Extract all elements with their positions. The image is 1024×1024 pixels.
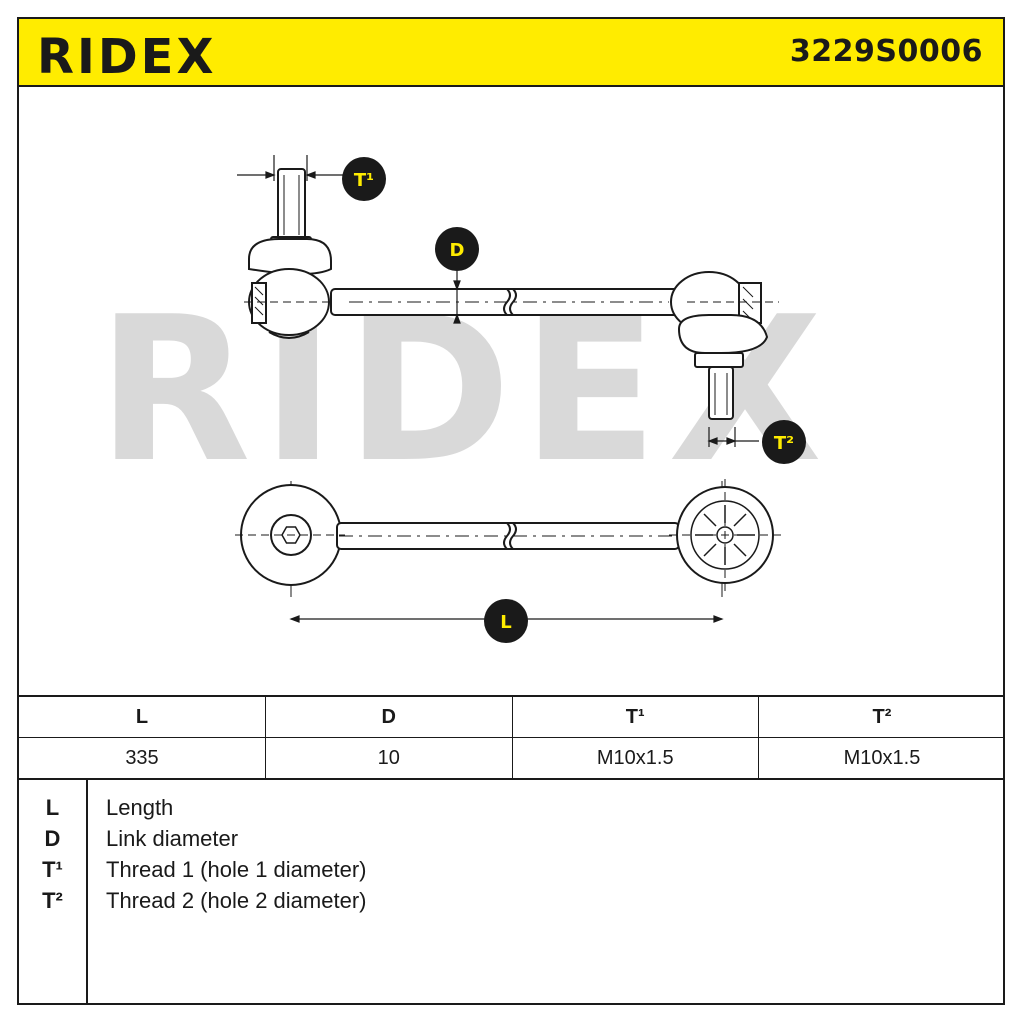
- top-view: [235, 479, 781, 597]
- legend-item: T¹ Thread 1 (hole 1 diameter): [19, 854, 1005, 885]
- spec-value-d: 10: [265, 737, 513, 780]
- spec-header-t2: T²: [758, 695, 1005, 738]
- ridex-logo: RIDEX: [37, 29, 216, 79]
- legend-symbol: L: [45, 795, 60, 820]
- legend-description: Length: [106, 795, 174, 820]
- svg-text:RIDEX: RIDEX: [37, 29, 216, 79]
- dimension-t1: [237, 155, 344, 181]
- spec-header-t1: T¹: [511, 695, 759, 738]
- spec-value-t2: M10x1.5: [758, 737, 1005, 780]
- legend-symbol: T¹: [42, 857, 63, 882]
- legend-symbol: D: [44, 826, 61, 851]
- badge-t1: T¹: [342, 157, 386, 201]
- legend-description: Thread 1 (hole 1 diameter): [106, 857, 367, 882]
- svg-text:T¹: T¹: [354, 170, 374, 191]
- badge-t2: T²: [762, 420, 806, 464]
- spec-header-row: L D T¹ T²: [19, 695, 1005, 738]
- spec-value-t1: M10x1.5: [511, 737, 759, 780]
- badge-l: L: [484, 599, 528, 643]
- svg-text:D: D: [450, 240, 465, 261]
- side-view: [244, 168, 779, 420]
- legend-description: Link diameter: [106, 826, 239, 851]
- header-bar: RIDEX 3229S0006: [19, 19, 1003, 87]
- legend-divider: [86, 779, 88, 1005]
- legend: L Length D Link diameter T¹ Thread 1 (ho…: [19, 779, 1005, 1005]
- spec-table: L D T¹ T² 335 10 M10x1.5 M10x1.5: [19, 695, 1005, 780]
- svg-text:T²: T²: [774, 433, 794, 454]
- dimension-d: [453, 271, 461, 324]
- spec-value-row: 335 10 M10x1.5 M10x1.5: [19, 737, 1005, 780]
- part-number: 3229S0006: [789, 34, 983, 69]
- legend-item: D Link diameter: [19, 823, 1005, 854]
- datasheet-frame: RIDEX 3229S0006 RIDEX: [17, 17, 1005, 1005]
- spec-value-l: 335: [19, 737, 266, 780]
- spec-header-l: L: [19, 695, 266, 738]
- technical-drawing: RIDEX: [97, 155, 822, 643]
- badge-d: D: [435, 227, 479, 271]
- legend-item: T² Thread 2 (hole 2 diameter): [19, 885, 1005, 916]
- legend-symbol: T²: [42, 888, 63, 913]
- legend-item: L Length: [19, 792, 1005, 823]
- legend-description: Thread 2 (hole 2 diameter): [106, 888, 367, 913]
- dimension-t2: [707, 427, 759, 447]
- svg-text:L: L: [500, 612, 511, 633]
- spec-header-d: D: [265, 695, 513, 738]
